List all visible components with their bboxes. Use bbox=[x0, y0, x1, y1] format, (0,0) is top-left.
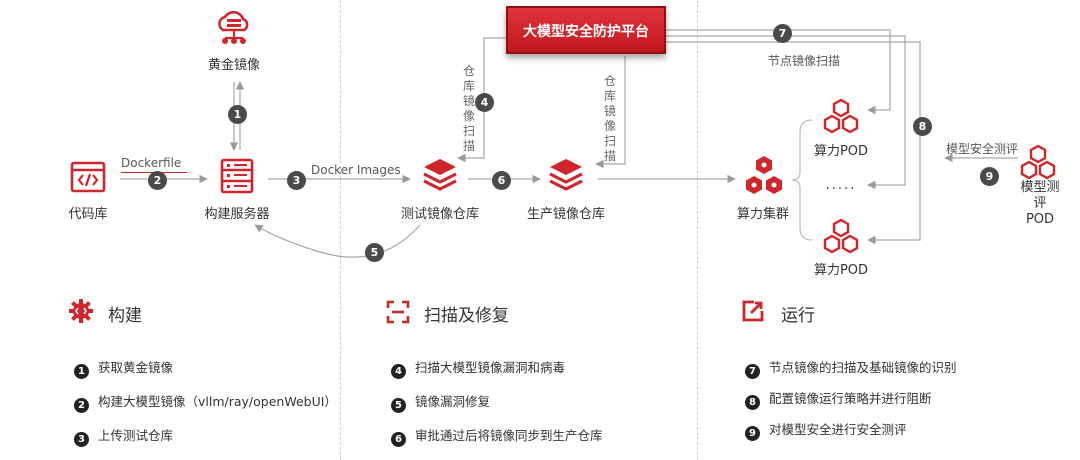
eval-pod-label: 模型测评 POD bbox=[1020, 180, 1060, 227]
section-title-scan-fix: 扫描及修复 bbox=[424, 306, 509, 326]
gear-code-icon bbox=[69, 299, 93, 323]
step-badge-1: 1 bbox=[228, 105, 247, 124]
layers-icon bbox=[423, 159, 457, 191]
prod-repo-label: 生产镜像仓库 bbox=[526, 207, 606, 222]
security-platform-box: 大模型安全防护平台 bbox=[506, 6, 666, 54]
repo-scan-label: 仓库镜像扫描 bbox=[603, 74, 616, 163]
step-badge-9: 9 bbox=[980, 167, 999, 186]
step-badge-5: 5 bbox=[365, 243, 384, 262]
code-window-icon bbox=[70, 161, 106, 193]
run-icon bbox=[742, 300, 764, 322]
cluster-hexagon-icon bbox=[746, 156, 782, 194]
arrow-platform-scan-prod bbox=[595, 56, 626, 169]
scan-icon bbox=[386, 300, 410, 324]
docker-images-label: Docker Images bbox=[311, 163, 401, 177]
step-badge-2: 2 bbox=[148, 171, 167, 190]
step-badge-3: 3 bbox=[287, 171, 306, 190]
step-badge-7: 7 bbox=[773, 24, 792, 43]
pod-hexagon-icon bbox=[823, 218, 859, 254]
dockerfile-label: Dockerfile bbox=[121, 156, 182, 170]
pod-label: 算力POD bbox=[813, 144, 869, 159]
arrow-test-to-build-back bbox=[254, 224, 421, 258]
server-icon bbox=[220, 158, 254, 194]
eval-pod-hexagon-icon bbox=[1020, 144, 1056, 180]
compute-cluster-label: 算力集群 bbox=[736, 207, 790, 222]
section-title-build: 构建 bbox=[108, 306, 142, 326]
pod-ellipsis: ..... bbox=[825, 178, 857, 193]
build-server-label: 构建服务器 bbox=[204, 207, 270, 222]
step-badge-8: 8 bbox=[913, 117, 932, 136]
model-security-eval-label: 模型安全测评 bbox=[946, 142, 1019, 156]
layers-icon bbox=[549, 159, 583, 191]
section-divider-1 bbox=[340, 0, 341, 460]
pod-label: 算力POD bbox=[813, 263, 869, 278]
cluster-brace bbox=[791, 119, 813, 241]
step-badge-4: 4 bbox=[475, 93, 494, 112]
code-repo-label: 代码库 bbox=[68, 207, 108, 222]
arrow-platform-policy-2 bbox=[666, 41, 921, 245]
test-repo-label: 测试镜像仓库 bbox=[400, 207, 480, 222]
cloud-image-icon bbox=[218, 10, 249, 44]
pod-hexagon-icon bbox=[823, 98, 859, 134]
step-badge-6: 6 bbox=[492, 171, 511, 190]
golden-image-label: 黄金镜像 bbox=[207, 58, 261, 73]
node-scan-label: 节点镜像扫描 bbox=[768, 54, 841, 68]
repo-scan-label: 仓库镜像扫描 bbox=[462, 64, 475, 153]
section-divider-2 bbox=[697, 0, 698, 460]
section-title-run: 运行 bbox=[781, 306, 815, 326]
